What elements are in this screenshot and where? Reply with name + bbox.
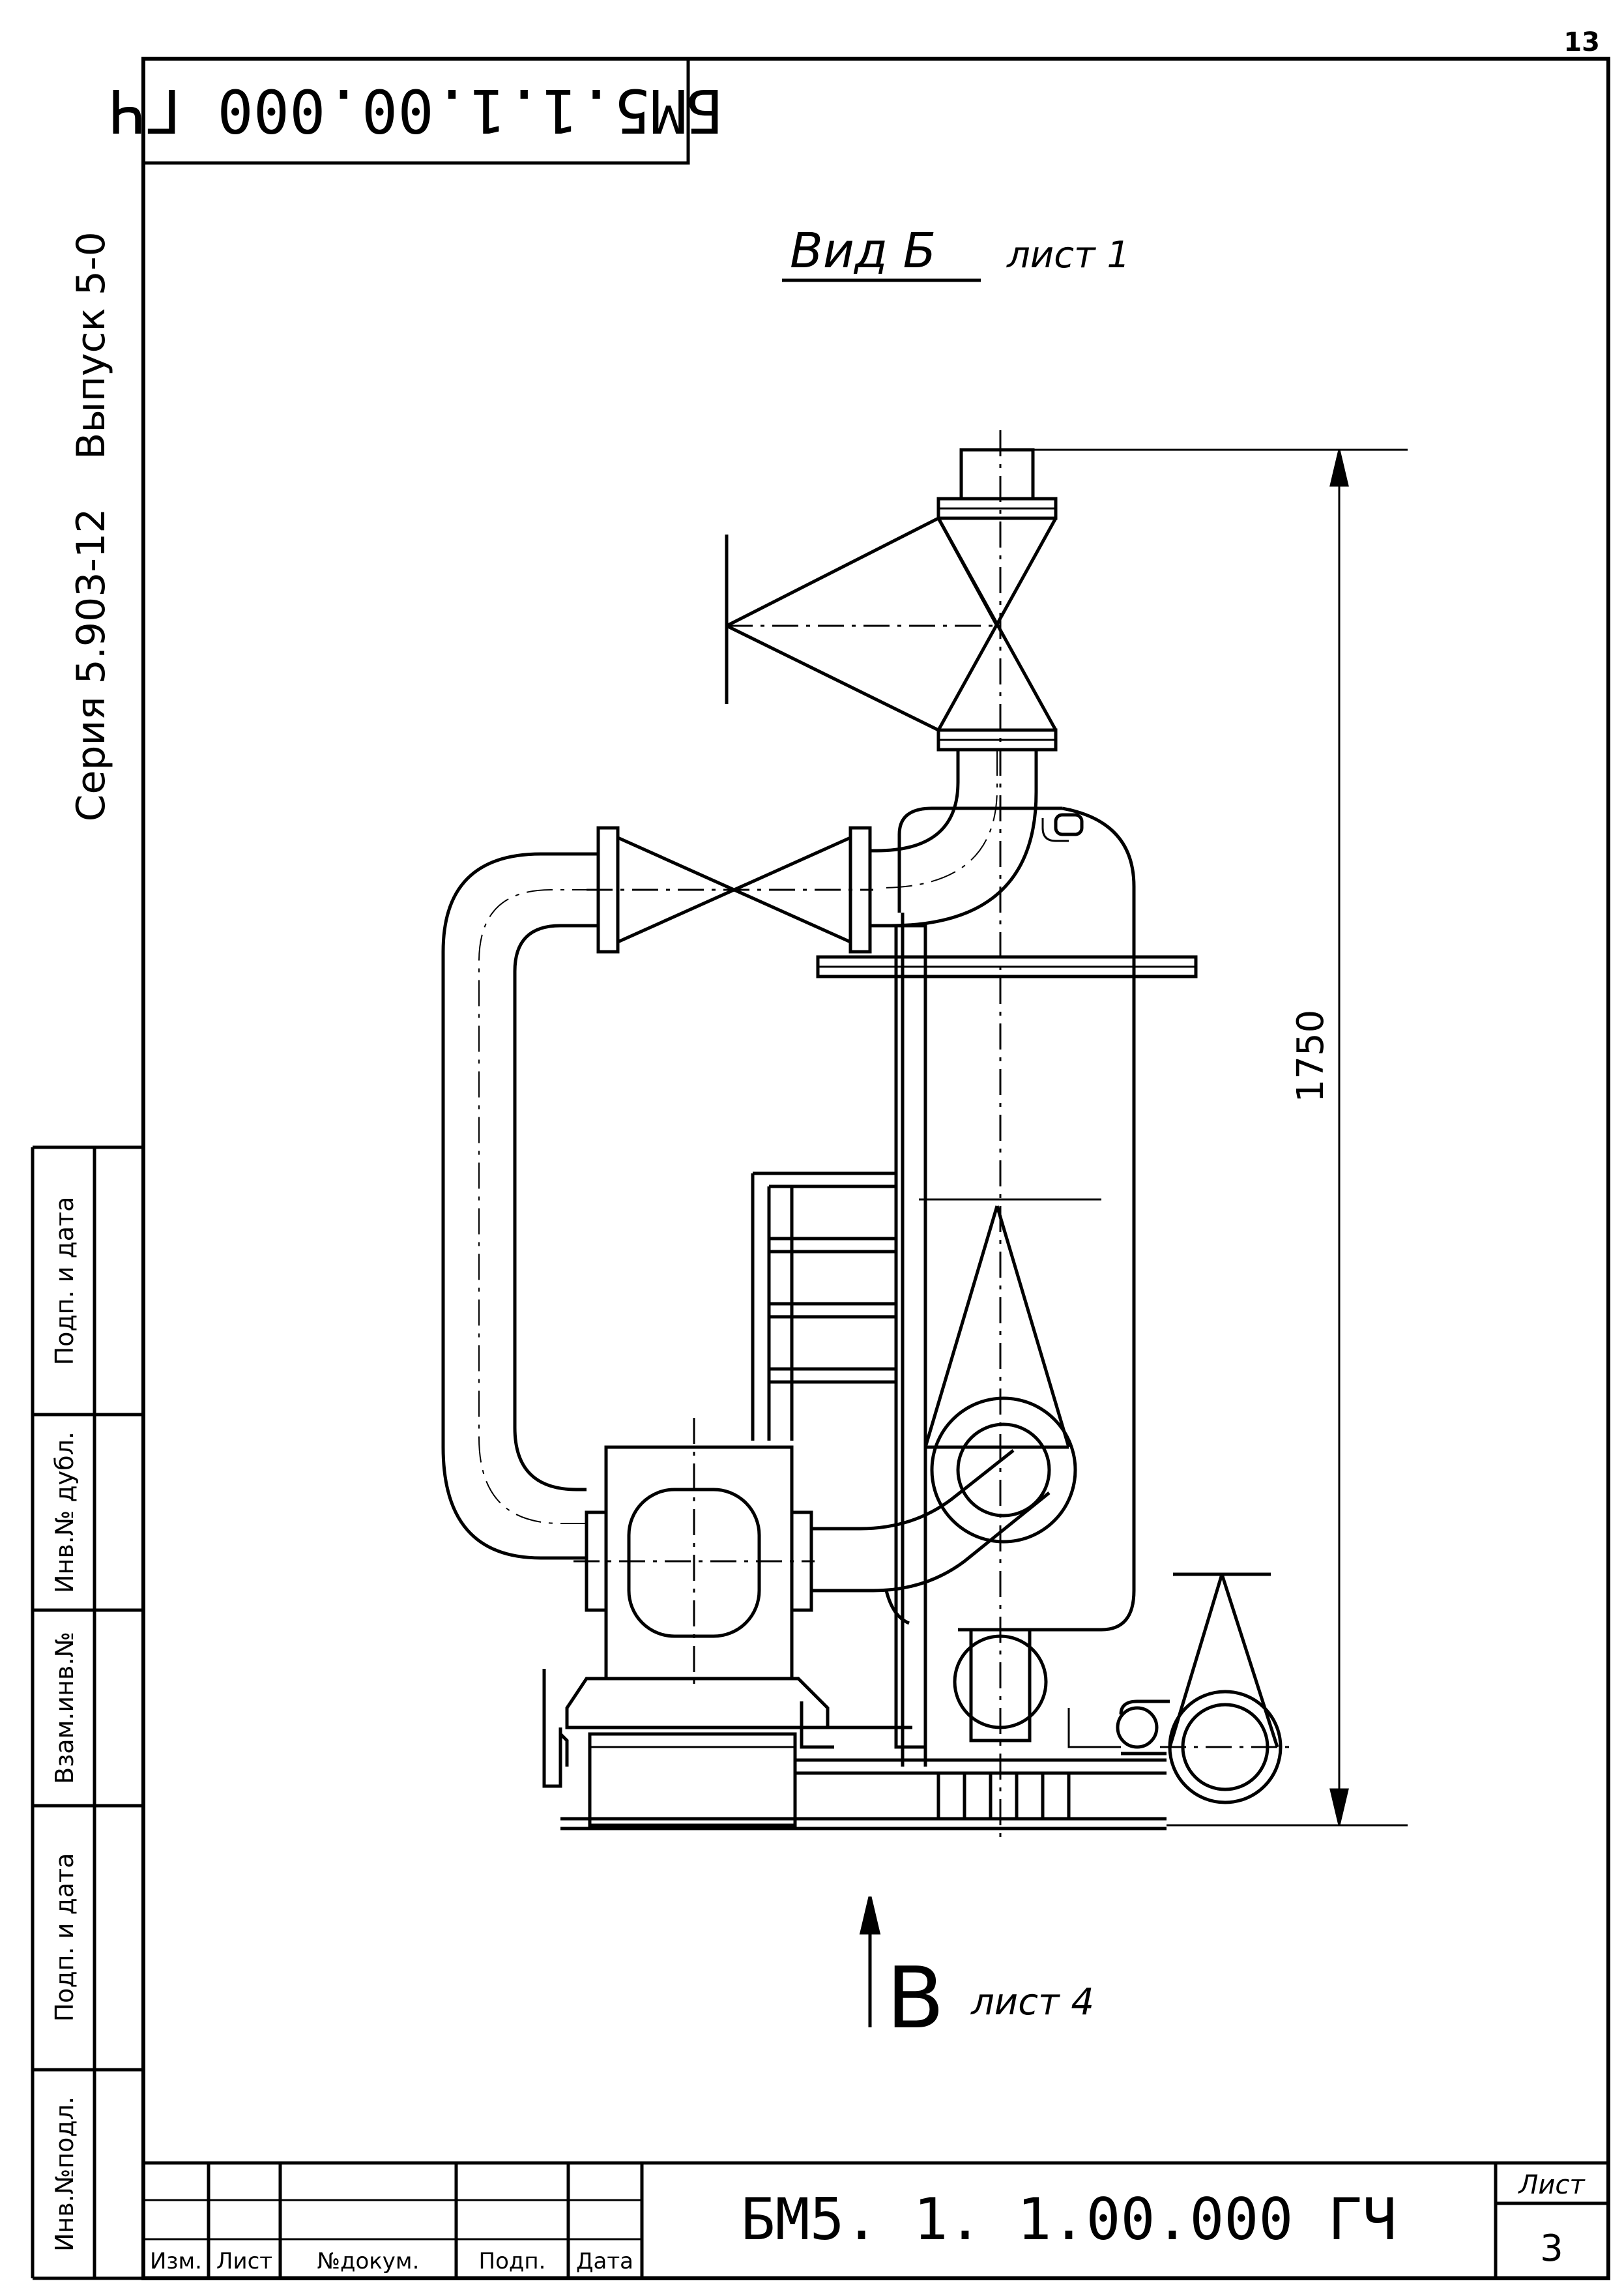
side-nozzle — [1116, 1572, 1294, 1804]
margin-label-inv-dubl: Инв.№ дубл. — [50, 1432, 79, 1593]
base-frame — [542, 1669, 1167, 1830]
tb-sheet-number: 3 — [1540, 2227, 1563, 2270]
margin-label-inv-podl: Инв.№подл. — [50, 2096, 79, 2252]
sheet-frame — [141, 57, 1610, 2280]
tb-header-data: Дата — [576, 2248, 633, 2274]
view-title-sheet: лист 1 — [1006, 234, 1130, 276]
series-text: Серия 5.903-12 — [68, 508, 114, 822]
tb-header-podp: Подп. — [479, 2248, 546, 2274]
dimension-1750 — [1007, 448, 1408, 1827]
tb-designation: БМ5. 1. 1.00.000 ГЧ — [741, 2186, 1397, 2253]
title-block — [143, 2161, 1608, 2278]
arrow-view-sheet: лист 4 — [970, 1981, 1094, 2023]
internal-cone — [923, 1205, 1077, 1544]
margin-label-vzam-inv: Взам.инв.№ — [50, 1632, 79, 1784]
designation-top: БМ5.1.1.00.000 ГЧ — [109, 76, 723, 145]
dimension-height-label: 1750 — [1290, 1010, 1332, 1103]
loop-pipe — [441, 852, 598, 1560]
tb-header-list: Лист — [216, 2248, 272, 2274]
sheet-corner-number: 13 — [1563, 27, 1600, 57]
margin-label-podp-data-lower: Подп. и дата — [50, 1853, 79, 2022]
ladder — [751, 1171, 896, 1441]
view-arrow — [859, 1896, 881, 2027]
diagonal-pipe — [811, 1449, 1051, 1625]
pump-housing — [573, 1418, 815, 1688]
issue-text: Выпуск 5-0 — [68, 231, 114, 460]
margin-label-podp-data-upper: Подп. и дата — [50, 1197, 79, 1366]
arrow-view-letter: В — [886, 1948, 944, 2048]
designation-box-top — [141, 57, 690, 165]
left-margin-strip — [31, 1145, 143, 2280]
view-title: Вид Б — [790, 223, 936, 279]
upper-elbow-pipe — [870, 750, 1038, 928]
tb-header-izm: Изм. — [150, 2248, 202, 2274]
tb-header-dokum: №докум. — [317, 2248, 420, 2274]
horizontal-valve — [587, 826, 873, 954]
top-cone-assembly — [725, 448, 1058, 752]
lower-nozzle — [953, 1628, 1048, 1742]
equipment-drawing — [441, 430, 1408, 2027]
tb-sheet-label: Лист — [1517, 2170, 1586, 2200]
vessel — [816, 430, 1198, 1838]
